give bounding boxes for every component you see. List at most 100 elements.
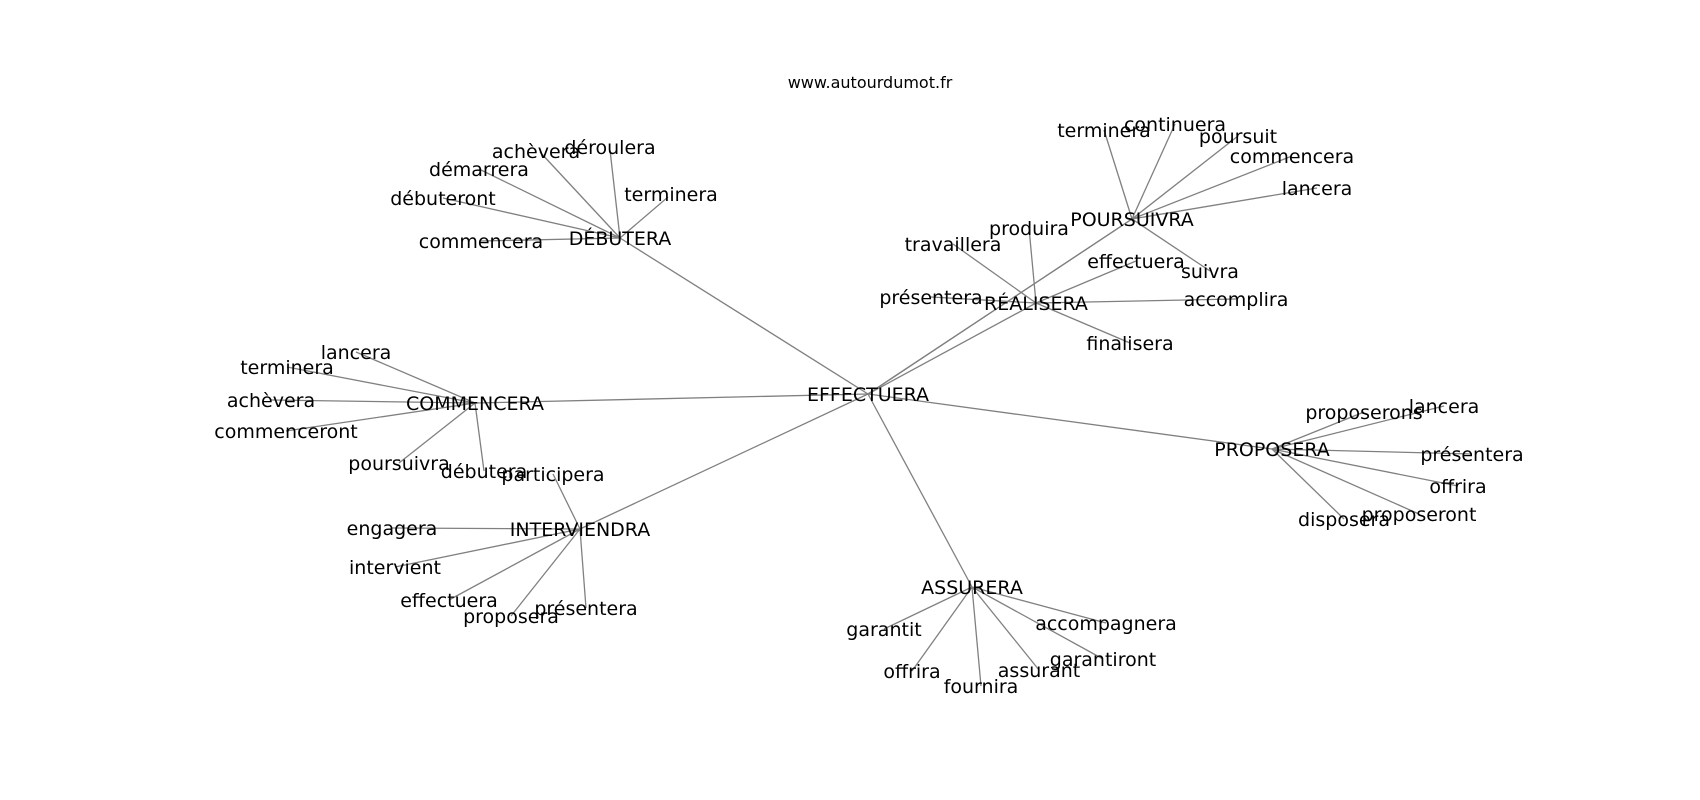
leaf-node-label: débuteront — [390, 188, 496, 210]
edge-hub-leaf — [285, 402, 476, 432]
edge-hub-leaf — [539, 151, 621, 239]
edge-hub-leaf — [355, 351, 476, 404]
leaf-node-label: disposera — [1298, 509, 1390, 531]
edge-hub-leaf — [971, 586, 1107, 624]
leaf-node-label: proposerons — [1305, 402, 1422, 424]
edge-hub-leaf — [1035, 260, 1137, 304]
edge-hub-leaf — [1035, 302, 1131, 344]
edge-hub-leaf — [510, 528, 581, 617]
edge-hub-leaf — [971, 586, 1104, 660]
leaf-node-label: garantit — [846, 619, 921, 641]
edge-hub-leaf — [1271, 448, 1459, 487]
leaf-node-label: poursuivra — [348, 453, 449, 475]
leaf-node-label: garantiront — [1050, 649, 1156, 671]
edge-hub-leaf — [1131, 155, 1293, 220]
leaf-node-label: lancera — [1282, 178, 1353, 200]
edge-hub-leaf — [1271, 448, 1473, 455]
leaf-node-label: produira — [989, 218, 1069, 240]
edge-hub-leaf — [442, 197, 621, 239]
edge-hub-leaf — [270, 399, 476, 404]
hub-node-label: POURSUIVRA — [1070, 209, 1194, 231]
edge-hub-leaf — [391, 527, 581, 530]
leaf-node-label: terminera — [624, 184, 718, 206]
edge-hub-leaf — [1271, 448, 1420, 515]
leaf-node-label: présentera — [879, 287, 982, 309]
edge-hub-leaf — [480, 237, 621, 242]
edge-hub-leaf — [478, 168, 621, 239]
edge-hub-leaf — [1103, 129, 1133, 220]
leaf-node-label: travaillera — [905, 234, 1002, 256]
edge-hub-leaf — [1131, 218, 1211, 272]
leaf-node-label: effectuera — [1087, 251, 1185, 273]
leaf-node-label: assurant — [998, 660, 1080, 682]
leaf-node-label: débutera — [441, 461, 527, 483]
edge-hub-leaf — [883, 586, 973, 630]
hub-node-label: INTERVIENDRA — [510, 519, 650, 541]
edge-center-hub — [579, 393, 869, 530]
edge-hub-leaf — [1035, 298, 1237, 304]
leaf-node-label: finalisera — [1086, 333, 1173, 355]
hub-node-label: PROPOSERA — [1214, 439, 1330, 461]
leaf-node-label: continuera — [1124, 114, 1226, 136]
leaf-node-label: engagera — [347, 518, 438, 540]
leaf-node-label: commencera — [419, 231, 543, 253]
edge-center-hub — [619, 237, 869, 395]
edge-hub-leaf — [579, 528, 587, 609]
leaf-node-label: proposeront — [1362, 504, 1477, 526]
edge-hub-leaf — [1271, 405, 1445, 450]
edge-hub-leaf — [398, 402, 476, 464]
edge-hub-leaf — [1271, 411, 1365, 450]
hub-node-label: ASSURERA — [921, 577, 1023, 599]
edge-hub-leaf — [1131, 135, 1239, 220]
edge-center-hub — [867, 302, 1037, 395]
leaf-node-label: lancera — [1409, 396, 1480, 418]
hub-node-label: DÉBUTERA — [569, 227, 672, 250]
edge-hub-leaf — [474, 402, 485, 472]
hub-node-label: COMMENCERA — [406, 393, 544, 415]
leaf-node-label: proposera — [463, 606, 559, 628]
edge-hub-leaf — [930, 296, 1037, 304]
leaf-node-label: terminera — [240, 357, 334, 379]
leaf-node-label: accomplira — [1184, 289, 1289, 311]
edge-hub-leaf — [552, 473, 581, 530]
center-node-label: EFFECTUERA — [807, 384, 929, 406]
leaf-node-label: accompagnera — [1035, 613, 1177, 635]
site-label: www.autourdumot.fr — [788, 73, 953, 92]
leaf-node-label: suivra — [1181, 261, 1239, 283]
edge-hub-leaf — [609, 149, 621, 239]
edge-hub-leaf — [952, 243, 1037, 304]
edge-hub-leaf — [1028, 227, 1037, 304]
edge-hub-leaf — [911, 586, 973, 672]
edge-center-hub — [474, 393, 869, 404]
edges — [270, 123, 1473, 687]
leaf-node-label: effectuera — [400, 590, 498, 612]
leaf-node-label: fournira — [944, 676, 1019, 698]
leaf-node-label: commenceront — [214, 421, 357, 443]
leaf-node-label: commencera — [1230, 146, 1354, 168]
edge-center-hub — [867, 393, 973, 588]
edge-hub-leaf — [619, 196, 669, 239]
leaf-node-label: lancera — [321, 342, 392, 364]
leaf-node-label: participera — [501, 464, 604, 486]
edge-hub-leaf — [394, 528, 581, 568]
leaf-node-label: achèvera — [492, 141, 580, 163]
leaf-node-label: démarrera — [429, 159, 529, 181]
edge-center-hub — [867, 393, 1273, 450]
edge-hub-leaf — [971, 586, 1040, 671]
leaf-node-label: poursuit — [1199, 126, 1277, 148]
edge-hub-leaf — [1131, 187, 1318, 220]
edge-hub-leaf — [1271, 448, 1345, 520]
leaf-node-label: terminera — [1057, 120, 1151, 142]
edge-hub-leaf — [971, 586, 982, 687]
leaf-node-label: offrira — [883, 661, 940, 683]
edge-center-hub — [867, 218, 1133, 395]
edge-hub-leaf — [448, 528, 581, 601]
edge-hub-leaf — [286, 366, 476, 404]
hub-node-label: RÉALISERA — [984, 292, 1088, 315]
leaf-node-label: présentera — [1420, 444, 1523, 466]
leaf-node-label: présentera — [534, 598, 637, 620]
leaf-node-label: offrira — [1429, 476, 1486, 498]
leaf-node-label: déroulera — [564, 137, 655, 159]
